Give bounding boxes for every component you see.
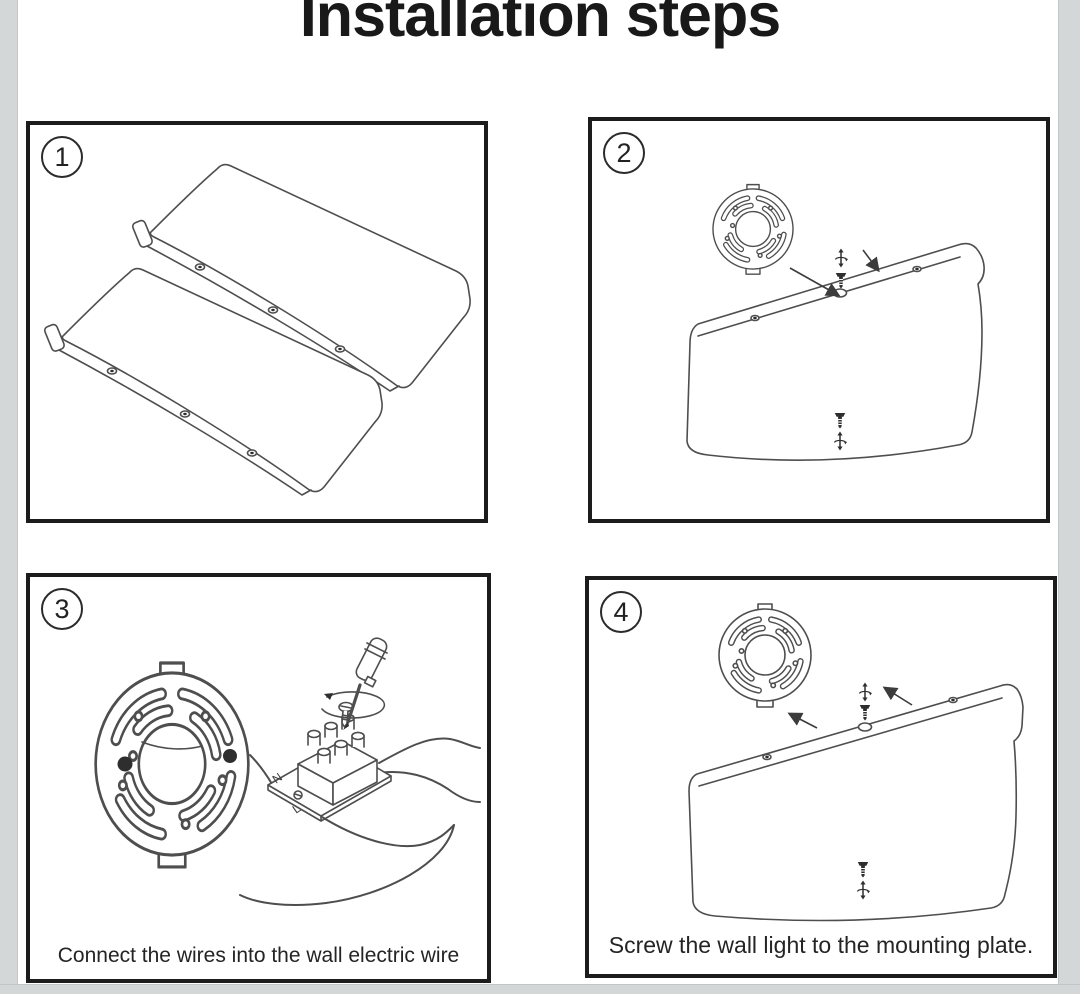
- left-edge-strip: [0, 0, 18, 994]
- screwdriver-icon: [321, 637, 388, 730]
- bottom-edge-strip: [0, 984, 1080, 994]
- step-4-illustration: [688, 580, 1024, 922]
- mounting-plate: [713, 185, 793, 275]
- step-1-number-badge: 1: [41, 136, 83, 178]
- wall-light-body: [686, 242, 985, 461]
- step-1-panel: 1: [26, 121, 488, 523]
- loose-screw-icon: [338, 701, 354, 728]
- mounting-plate-details: [117, 741, 237, 772]
- mounting-plate: [719, 604, 811, 707]
- arrow: [882, 686, 913, 706]
- step-4-caption: Screw the wall light to the mounting pla…: [608, 932, 1034, 958]
- step-1-illustration: [42, 163, 471, 496]
- arrow: [787, 712, 818, 729]
- step-3-illustration: N L: [30, 637, 481, 906]
- step-3-panel: 3 N L: [26, 573, 491, 983]
- screw-icons-top: [858, 681, 873, 721]
- arrow: [789, 267, 841, 297]
- step-4-number-badge: 4: [600, 591, 642, 633]
- step-4-panel: 4 Screw the wall light to the mountin: [585, 576, 1057, 978]
- terminal-block: N L: [267, 713, 392, 822]
- arrow: [862, 249, 880, 273]
- screw-icon: [859, 704, 871, 721]
- page-title: Installation steps: [299, 0, 781, 49]
- step-2-panel: 2: [588, 117, 1050, 523]
- wires: [239, 737, 481, 906]
- rotation-arrow-icon: [858, 681, 873, 703]
- step-3-number-badge: 3: [41, 588, 83, 630]
- step-2-number-badge: 2: [603, 132, 645, 174]
- step-4-number: 4: [613, 596, 629, 627]
- step-2-number: 2: [616, 137, 632, 168]
- step-2-illustration: [686, 121, 985, 461]
- step-3-number: 3: [54, 593, 70, 624]
- step-3-caption: Connect the wires into the wall electric…: [57, 944, 460, 967]
- wall-light-body: [688, 683, 1024, 922]
- rotation-arrow-icon: [834, 247, 849, 269]
- right-edge-strip: [1058, 0, 1080, 994]
- step-1-number: 1: [54, 141, 70, 172]
